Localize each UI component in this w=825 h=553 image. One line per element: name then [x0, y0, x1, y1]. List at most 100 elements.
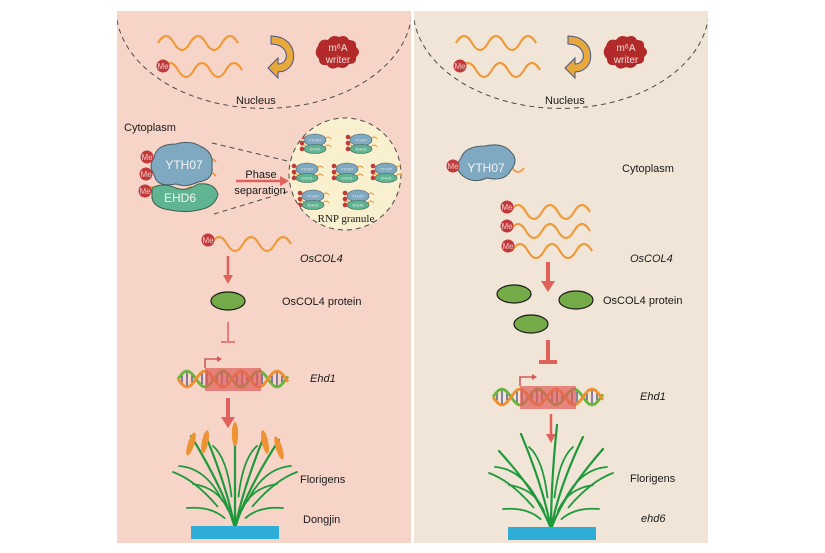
- granule-ehd6-label: EHD6: [302, 176, 313, 181]
- panicle: [274, 436, 284, 460]
- nucleus-membrane: [117, 19, 411, 109]
- svg-text:EHD6: EHD6: [164, 191, 196, 205]
- cytoplasm-label: Cytoplasm: [124, 122, 176, 134]
- ehd6-protein: [151, 183, 219, 213]
- svg-text:Me: Me: [447, 162, 459, 171]
- florigens-label: Florigens: [300, 474, 346, 486]
- phase-separation-arrow: [236, 176, 289, 186]
- svg-text:YTH07: YTH07: [165, 158, 203, 172]
- promoter-arrow: [204, 358, 217, 368]
- methylated-mrna: [161, 61, 243, 79]
- methyl-badge: Me: [500, 200, 514, 214]
- panicle: [231, 422, 239, 446]
- oscol4-protein: [210, 291, 246, 311]
- oscol4-protein: [513, 314, 549, 334]
- granule-ehd6-label: EHD6: [342, 176, 353, 181]
- svg-text:Me: Me: [141, 153, 153, 162]
- yth07-protein: [150, 141, 213, 187]
- yth07-ehd6-complex: YTH07 EHD6 Me Me Me: [138, 141, 219, 213]
- oscol4-protein: [496, 284, 532, 304]
- methyl-badge: Me: [201, 233, 215, 247]
- methylated-mrna: [459, 61, 541, 79]
- nucleus-label: Nucleus: [545, 95, 585, 107]
- soil-bar: [508, 527, 596, 540]
- granule-ehd6-label: EHD6: [310, 147, 321, 152]
- flowering-rice-plant: [172, 422, 298, 530]
- methyl-badge: Me: [138, 184, 152, 198]
- separation-label: separation: [234, 185, 285, 197]
- inhibition-symbol: [539, 340, 557, 364]
- oscol4-protein-label: OsCOL4 protein: [603, 295, 682, 307]
- m6a-writer-cloud: m⁶A writer: [315, 36, 359, 69]
- svg-text:Me: Me: [501, 222, 513, 231]
- methyl-badge: Me: [139, 167, 153, 181]
- rnp-granule: YTH07EHD6YTH07EHD6YTH07EHD6YTH07EHD6YTH0…: [288, 117, 402, 231]
- svg-text:Me: Me: [501, 203, 513, 212]
- nucleus-label: Nucleus: [236, 95, 276, 107]
- ehd1-dna: [491, 374, 605, 409]
- yth07-protein: [457, 144, 516, 182]
- granule-yth07-label: YTH07: [355, 138, 368, 143]
- zoom-guide-line: [213, 187, 301, 215]
- activation-arrow: [546, 414, 556, 443]
- svg-text:Me: Me: [202, 236, 214, 245]
- ehd1-gene-box: [520, 386, 576, 409]
- unmodified-mrna: [157, 34, 239, 52]
- right-panel: Me m⁶A writer Nucleus YTH07 Me Cytoplasm…: [414, 11, 708, 543]
- granule-yth07-label: YTH07: [309, 138, 322, 143]
- translation-arrow: [223, 256, 233, 284]
- ehd1-dna: [176, 356, 290, 391]
- panicle: [260, 430, 270, 454]
- methyl-badge: Me: [156, 59, 170, 73]
- svg-text:Me: Me: [140, 170, 152, 179]
- phase-label: Phase: [245, 169, 276, 181]
- svg-text:Me: Me: [454, 62, 466, 71]
- oscol4-mrna: [509, 222, 591, 240]
- panicle: [186, 432, 196, 456]
- florigens-label: Florigens: [630, 473, 676, 485]
- svg-text:YTH07: YTH07: [467, 161, 505, 175]
- oscol4-label: OsCOL4: [630, 253, 673, 265]
- granule-yth07-label: YTH07: [380, 167, 393, 172]
- methyl-badge: Me: [500, 219, 514, 233]
- oscol4-protein-label: OsCOL4 protein: [282, 296, 361, 308]
- granule-ehd6-label: EHD6: [356, 147, 367, 152]
- methylation-curved-arrow: [267, 35, 295, 80]
- methylation-curved-arrow: [564, 35, 592, 80]
- genotype-label: Dongjin: [303, 514, 340, 526]
- methyl-badge: Me: [501, 239, 515, 253]
- granule-yth07-label: YTH07: [307, 194, 320, 199]
- methyl-badge: Me: [446, 159, 460, 173]
- granule-ehd6-label: EHD6: [353, 203, 364, 208]
- unmodified-mrna: [455, 34, 537, 52]
- translation-arrow: [541, 262, 555, 292]
- left-panel-background: [117, 11, 411, 543]
- oscol4-mrna: [509, 203, 591, 221]
- granule-yth07-label: YTH07: [301, 167, 314, 172]
- activation-arrow: [221, 398, 235, 428]
- oscol4-protein: [558, 290, 594, 310]
- panicle: [200, 430, 210, 454]
- ehd1-gene-box: [205, 368, 261, 391]
- yth07-complex: YTH07 Me: [446, 144, 525, 182]
- methyl-badge: Me: [453, 59, 467, 73]
- promoter-arrow: [519, 376, 532, 386]
- oscol4-mrna: [210, 235, 292, 253]
- left-panel: Me m⁶A writer Nucleus Cytoplasm YTH07 EH…: [117, 11, 411, 543]
- svg-text:Me: Me: [502, 242, 514, 251]
- oscol4-mrna: [511, 242, 593, 260]
- granule-yth07-label: YTH07: [341, 167, 354, 172]
- soil-bar: [191, 526, 279, 539]
- granule-ehd6-label: EHD6: [308, 203, 319, 208]
- oscol4-label: OsCOL4: [300, 253, 343, 265]
- granule-yth07-label: YTH07: [352, 194, 365, 199]
- nucleus-membrane: [414, 19, 708, 109]
- granule-ehd6-label: EHD6: [381, 176, 392, 181]
- svg-text:Me: Me: [157, 62, 169, 71]
